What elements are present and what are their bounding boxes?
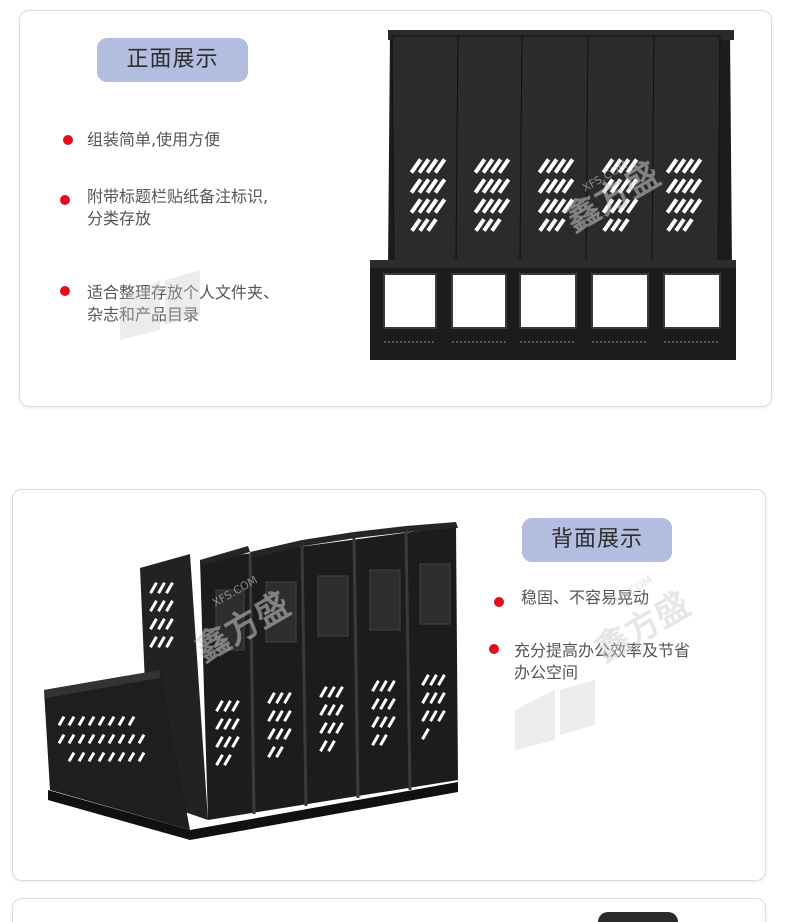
file-organizer-front-image <box>370 30 736 360</box>
bullet-dot-icon <box>489 644 499 654</box>
bullet-dot-icon <box>494 597 504 607</box>
front-feature-1: 组装简单,使用方便 <box>87 129 220 151</box>
front-feature-3-line2: 杂志和产品目录 <box>87 305 200 324</box>
bullet-dot-icon <box>60 286 70 296</box>
front-feature-2-line1: 附带标题栏贴纸备注标识, <box>87 187 269 206</box>
back-view-title: 背面展示 <box>522 518 672 562</box>
front-feature-2-line2: 分类存放 <box>87 209 152 228</box>
back-feature-2: 充分提高办公效率及节省 办公空间 <box>514 640 690 684</box>
back-feature-1: 稳固、不容易晃动 <box>521 587 649 609</box>
bullet-dot-icon <box>60 195 70 205</box>
front-feature-1-line1: 组装简单,使用方便 <box>87 130 221 149</box>
back-feature-2-line1: 充分提高办公效率及节省 <box>514 641 691 660</box>
front-feature-3: 适合整理存放个人文件夹、 杂志和产品目录 <box>87 282 279 326</box>
front-feature-2: 附带标题栏贴纸备注标识, 分类存放 <box>87 186 268 230</box>
back-feature-2-line2: 办公空间 <box>514 663 579 682</box>
bullet-dot-icon <box>63 135 73 145</box>
back-feature-1-line1: 稳固、不容易晃动 <box>521 588 650 607</box>
front-view-title: 正面展示 <box>97 38 248 82</box>
next-section-image-edge <box>598 912 678 922</box>
file-organizer-back-image <box>44 522 458 840</box>
front-feature-3-line1: 适合整理存放个人文件夹、 <box>87 283 280 302</box>
